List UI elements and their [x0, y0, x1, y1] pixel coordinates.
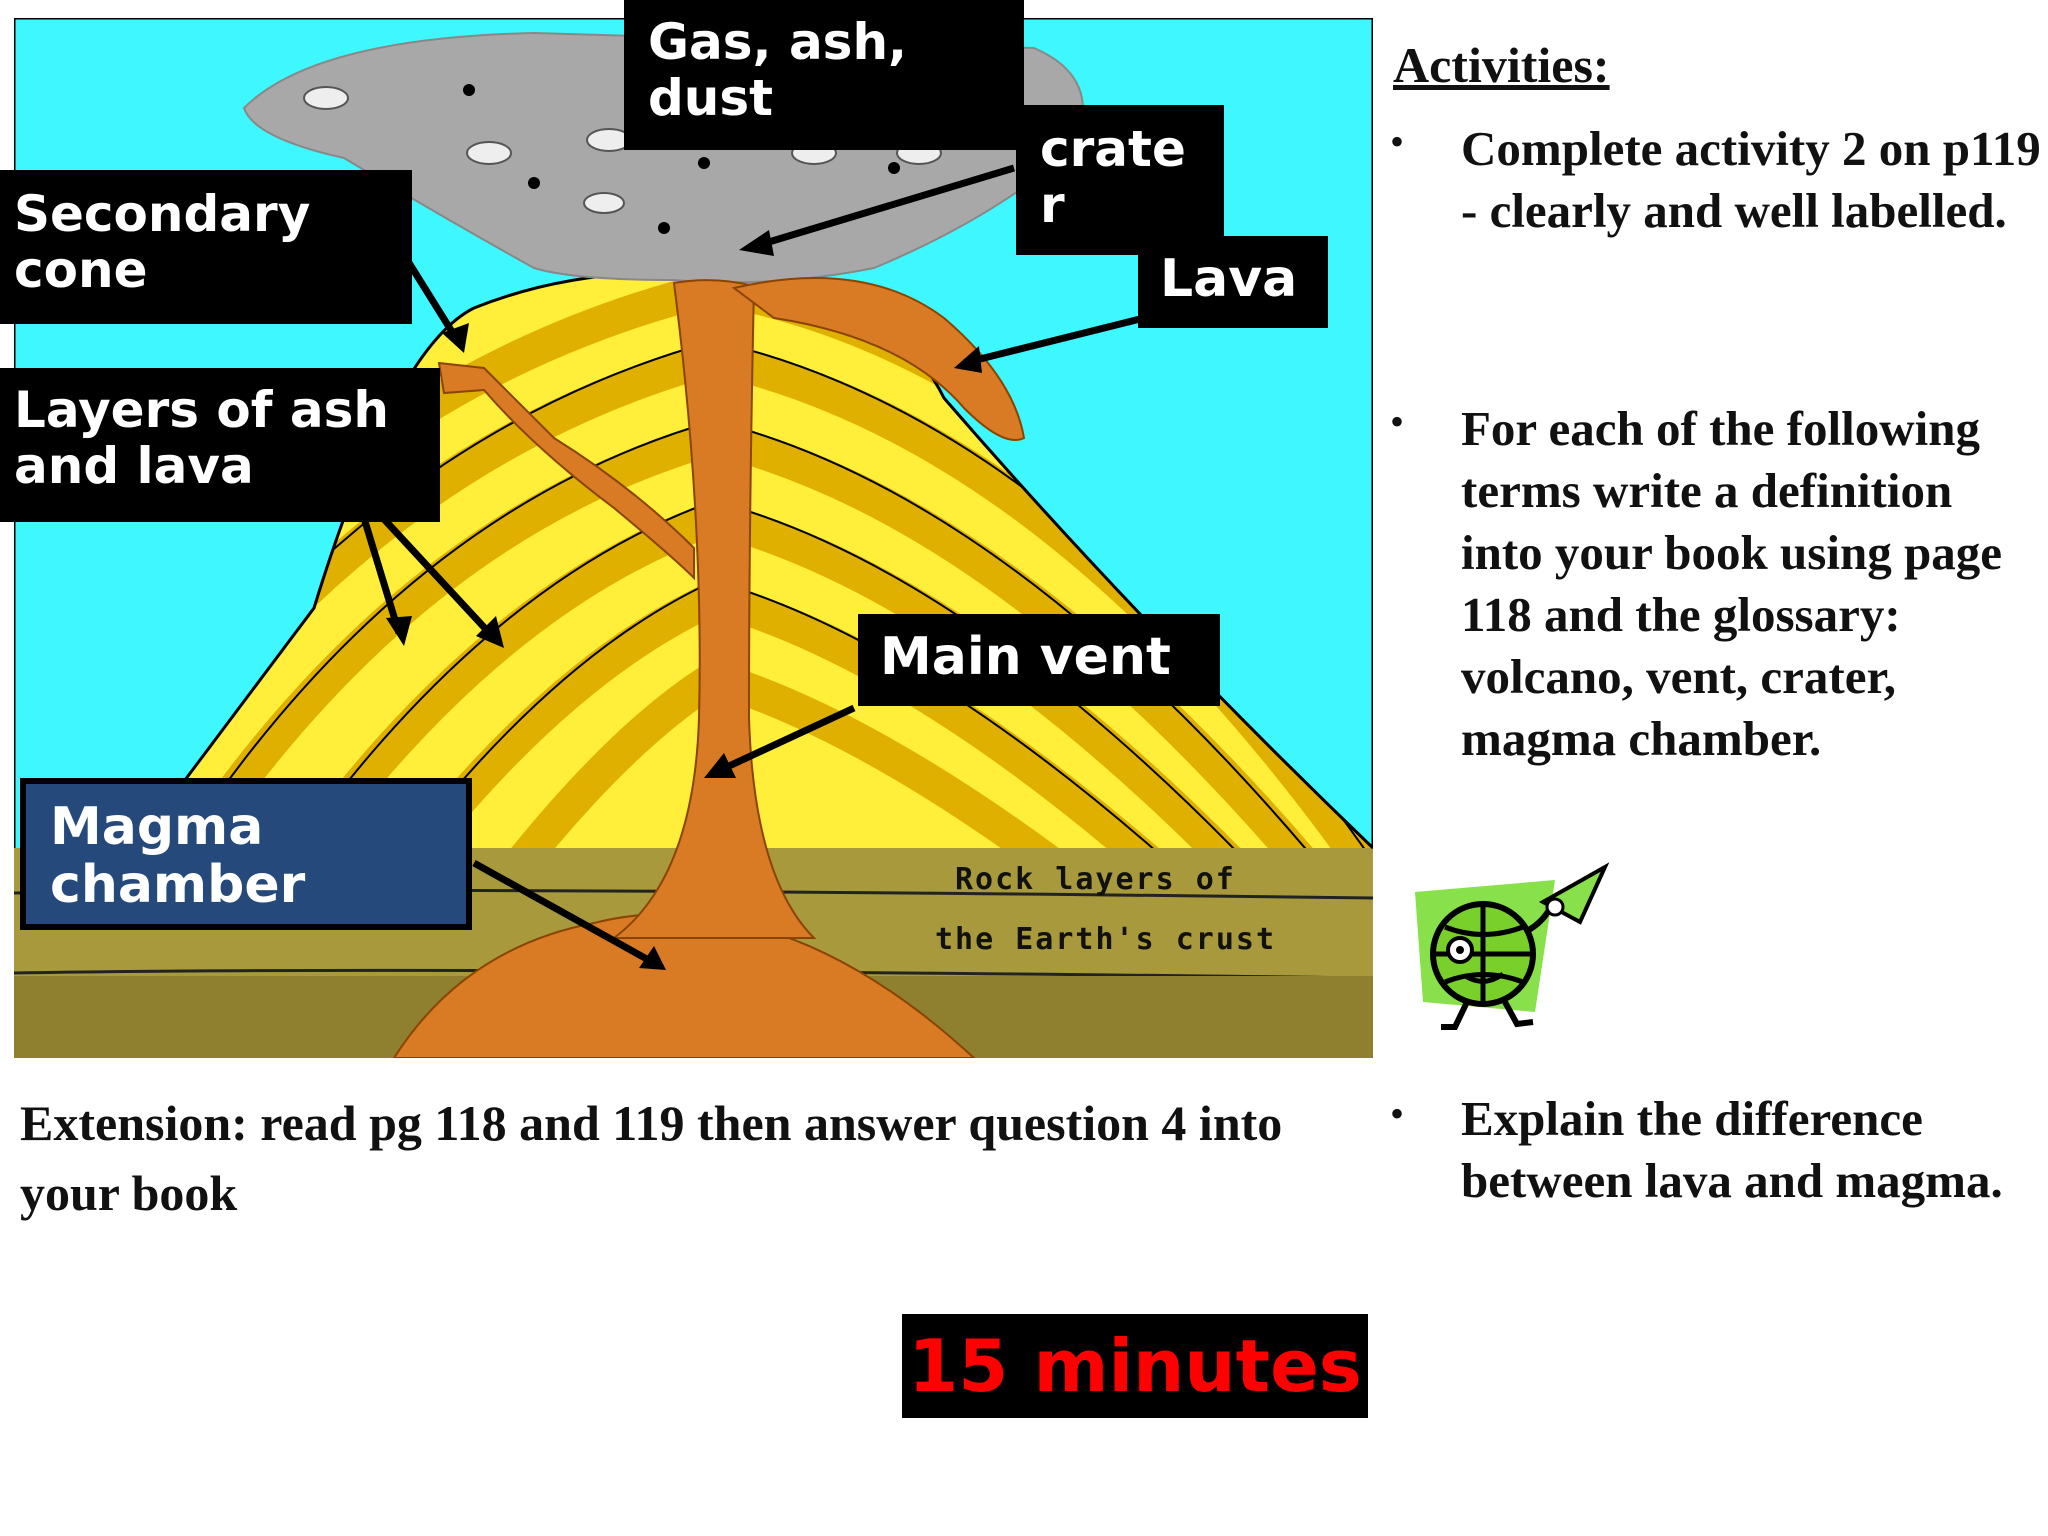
activity-item-3: Explain the difference between lava and … [1461, 1091, 2003, 1208]
bullet-1: • [1390, 119, 1405, 164]
extension-text: Extension: read pg 118 and 119 then answ… [20, 1095, 1283, 1221]
timer-box: 15 minutes [902, 1314, 1368, 1418]
bullet-2: • [1390, 399, 1405, 444]
label-arrows [360, 164, 1145, 967]
secondary-vent [437, 361, 695, 581]
label-secondary-cone: Secondary cone [0, 170, 412, 324]
label-gas-ash-dust: Gas, ash, dust [624, 0, 1024, 150]
label-lava: Lava [1138, 236, 1328, 328]
main-vent-shape [611, 279, 817, 939]
label-layers-ash-lava: Layers of ash and lava [0, 368, 440, 522]
bullet-3: • [1390, 1091, 1405, 1136]
label-magma-chamber: Magma chamber [20, 778, 472, 930]
activity-item-2: For each of the following terms write a … [1461, 401, 2002, 766]
activity-item-1: Complete activity 2 on p119 - clearly an… [1461, 121, 2041, 238]
rock-layers-label-line2: the Earth's crust [935, 922, 1277, 957]
surface-lava [731, 277, 1026, 441]
activities-heading: Activities: [1393, 37, 1610, 93]
label-main-vent: Main vent [858, 614, 1220, 706]
timer-text: 15 minutes [908, 1324, 1362, 1408]
lava-flows [392, 277, 1026, 1058]
rock-layers-label-line1: Rock layers of [955, 862, 1236, 897]
globe-rocket-character-icon [1415, 862, 1610, 1030]
label-crater: crate r [1016, 105, 1224, 255]
